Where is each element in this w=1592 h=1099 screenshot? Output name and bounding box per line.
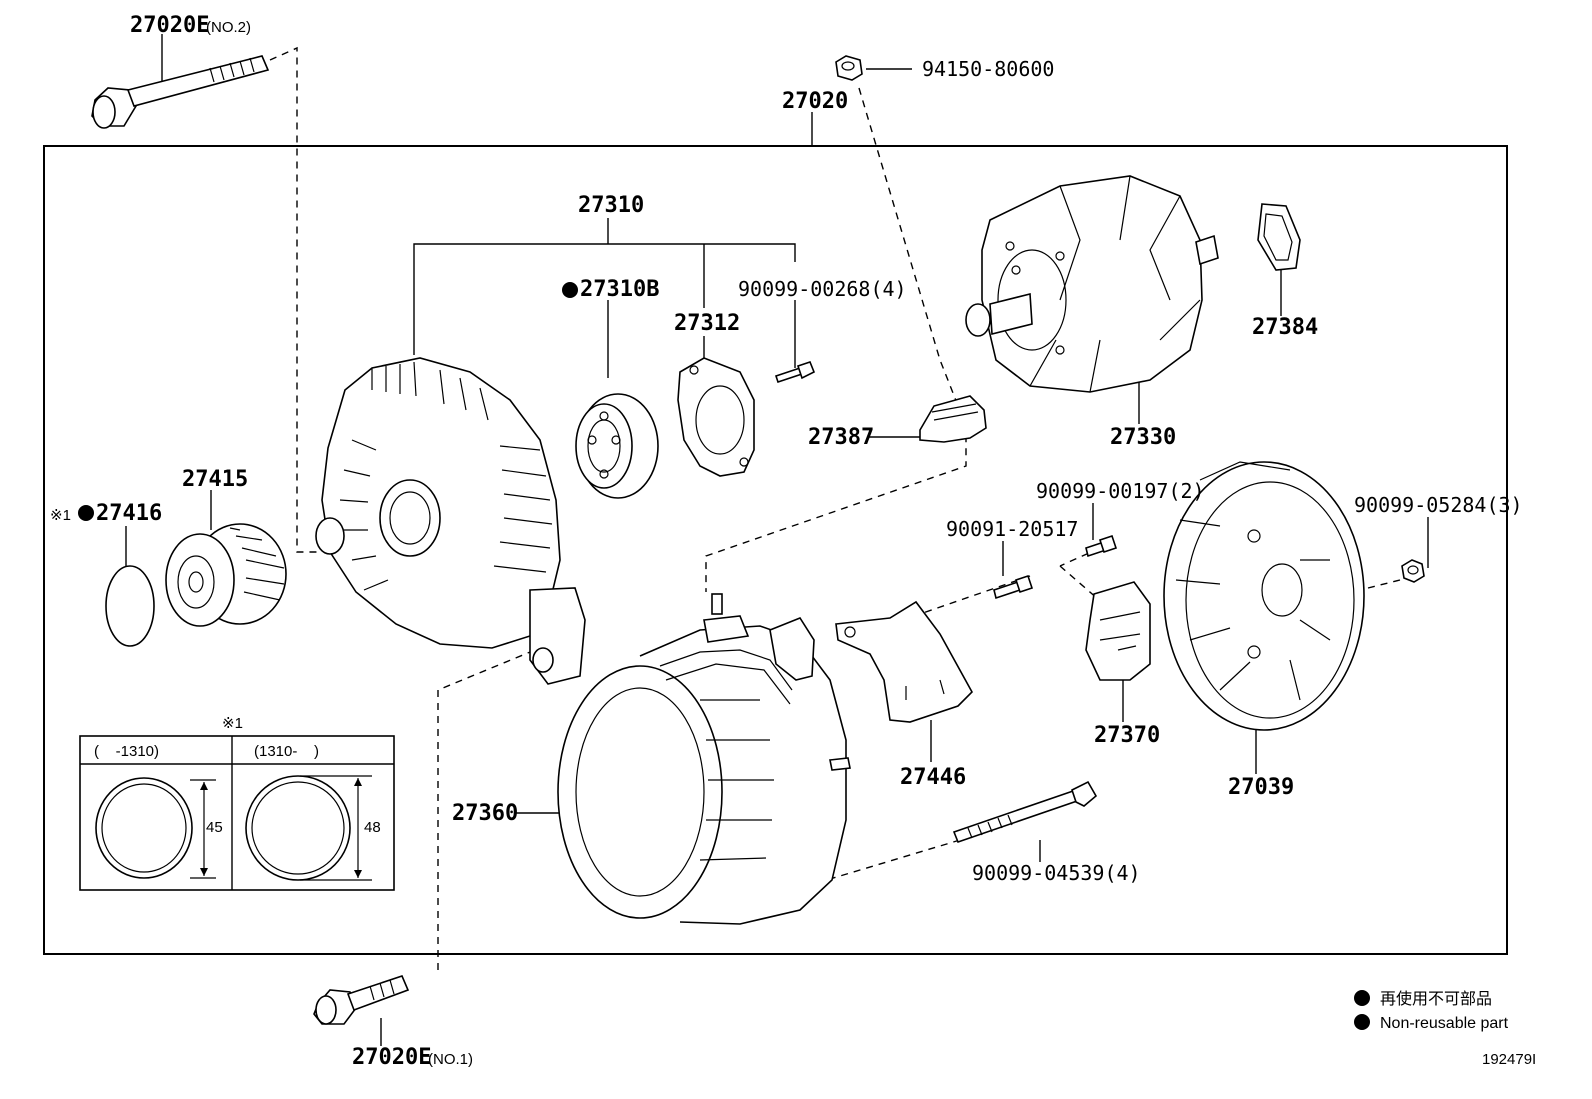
label-90099-05284: 90099-05284(3) <box>1354 493 1523 517</box>
bolt-27020e-no1 <box>313 975 410 1025</box>
bolt-90099-04539 <box>952 780 1098 844</box>
label-27020e-no2: 27020E <box>130 13 209 38</box>
leader-lines <box>125 34 1429 1046</box>
nut-94150-80600 <box>835 55 863 81</box>
non-reusable-mark-27416 <box>78 505 94 521</box>
retainer-plate-27312 <box>677 357 755 477</box>
label-27039: 27039 <box>1228 775 1294 800</box>
bearing-27310b <box>575 393 659 499</box>
label-27020e-no1-note: (NO.1) <box>428 1051 473 1068</box>
label-90091-20517: 90091-20517 <box>946 517 1078 541</box>
label-94150-80600: 94150-80600 <box>922 57 1054 81</box>
inset-col1-dim: 45 <box>206 819 223 836</box>
screw-90099-00268 <box>774 361 816 384</box>
inset-col2-dim: 48 <box>364 819 381 836</box>
screw-90099-00197 <box>1085 534 1118 558</box>
label-27330: 27330 <box>1110 425 1176 450</box>
screw-90091-20517 <box>993 574 1034 600</box>
label-27416: 27416 <box>96 501 162 526</box>
inset-col1-header: ( -1310) <box>94 743 159 760</box>
inset-mark: ※1 <box>222 715 243 732</box>
label-27020: 27020 <box>782 89 848 114</box>
label-27446: 27446 <box>900 765 966 790</box>
inset-col2-header: (1310- ) <box>254 743 319 760</box>
drive-end-frame-27310 <box>315 357 586 685</box>
assembly-frame <box>43 145 1508 955</box>
cap-27416 <box>105 565 155 647</box>
label-90099-04539: 90099-04539(4) <box>972 861 1141 885</box>
label-27312: 27312 <box>674 311 740 336</box>
label-27415: 27415 <box>182 467 248 492</box>
inset-table <box>79 735 395 891</box>
bolt-27020e-no2 <box>91 55 270 129</box>
stator-27360 <box>557 593 851 925</box>
label-27020e-no1: 27020E <box>352 1045 431 1070</box>
label-27370: 27370 <box>1094 723 1160 748</box>
label-27020e-no2-note: (NO.2) <box>206 19 251 36</box>
insulator-27387 <box>919 395 987 443</box>
legend-bullet-2 <box>1354 1014 1370 1030</box>
label-90099-00197: 90099-00197(2) <box>1036 479 1205 503</box>
legend-bullet-1 <box>1354 990 1370 1006</box>
label-27384: 27384 <box>1252 315 1318 340</box>
rear-cover-27039 <box>1163 461 1365 731</box>
legend-text-english: Non-reusable part <box>1380 1015 1509 1032</box>
rotor-27330 <box>965 175 1219 393</box>
label-27387: 27387 <box>808 425 874 450</box>
label-27416-prefix: ※1 <box>50 507 71 524</box>
legend-text-japanese: 再使用不可部品 <box>1380 990 1492 1008</box>
label-27310: 27310 <box>578 193 644 218</box>
label-27360: 27360 <box>452 801 518 826</box>
nut-90099-05284 <box>1401 559 1425 583</box>
ring-27384 <box>1257 203 1301 271</box>
figure-id: 192479I <box>1482 1051 1536 1068</box>
brush-holder-27370 <box>1085 581 1151 681</box>
label-90099-00268: 90099-00268(4) <box>738 277 907 301</box>
cover-plate-27446 <box>835 600 973 723</box>
pulley-27415 <box>165 523 287 627</box>
label-27310b: 27310B <box>580 277 659 302</box>
non-reusable-mark-27310b <box>562 282 578 298</box>
